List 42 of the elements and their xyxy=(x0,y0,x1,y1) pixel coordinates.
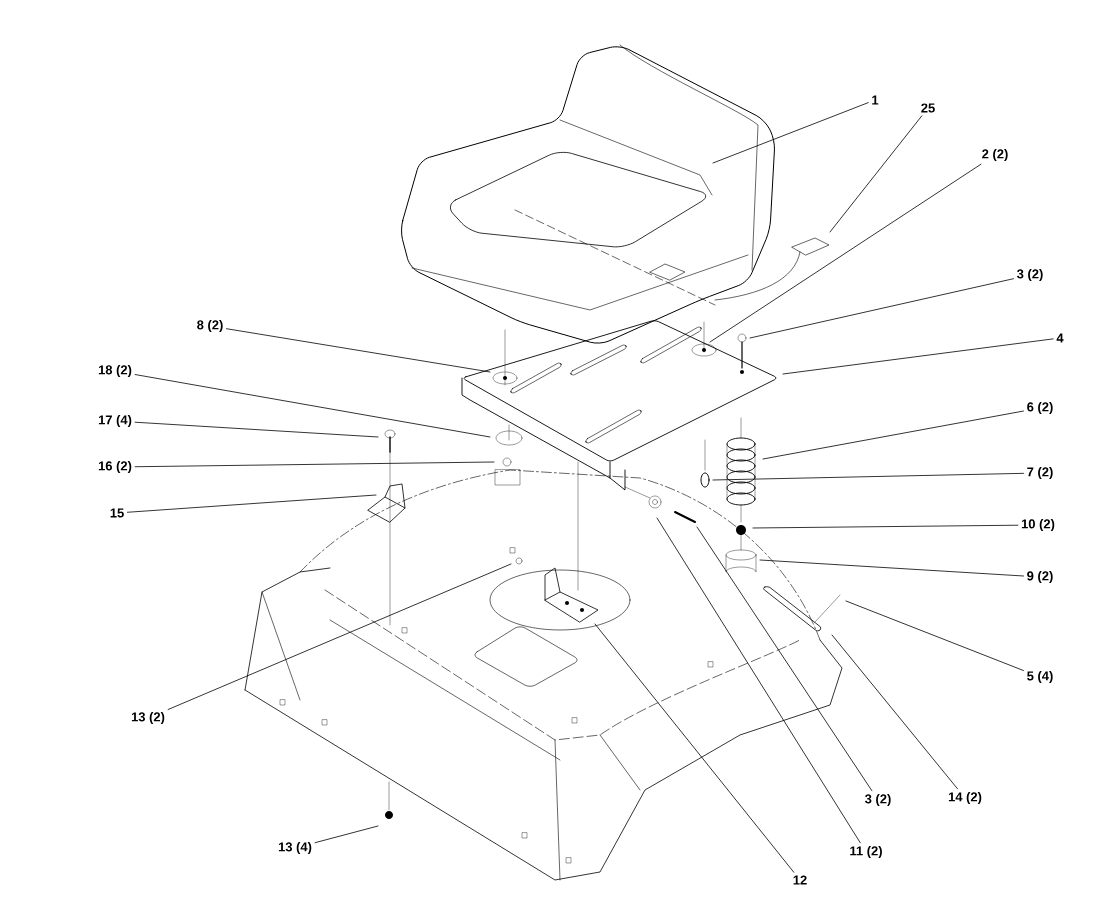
leader-line xyxy=(752,524,1019,529)
leader-line xyxy=(831,634,958,790)
leader-line xyxy=(314,825,379,844)
callout-number: 13 (4) xyxy=(278,841,312,855)
callout-number: 3 (2) xyxy=(1017,268,1043,282)
leader-line xyxy=(656,517,861,844)
leader-line xyxy=(749,278,1014,339)
callout-number: 10 (2) xyxy=(1021,518,1055,532)
callout-number: 2 (2) xyxy=(982,148,1008,162)
callout-number: 18 (2) xyxy=(98,364,132,378)
callout-number: 8 (2) xyxy=(197,319,223,333)
leader-line xyxy=(709,163,982,343)
callout-number: 12 xyxy=(793,875,807,885)
callout-number: 5 (4) xyxy=(1027,670,1053,684)
leader-line xyxy=(134,374,491,438)
callout-number: 6 (2) xyxy=(1027,401,1053,415)
callout-number: 9 (2) xyxy=(1027,570,1053,584)
callout-number: 3 (2) xyxy=(865,793,891,807)
callout-number: 14 (2) xyxy=(948,791,982,805)
leader-line xyxy=(594,623,795,873)
callout-number: 11 (2) xyxy=(850,845,882,859)
callout-number: 17 (4) xyxy=(98,414,132,428)
leader-line xyxy=(759,559,1024,577)
callout-number: 4 xyxy=(1056,333,1064,343)
leader-line xyxy=(226,328,491,373)
callout-number: 16 (2) xyxy=(98,460,132,474)
callout-number: 7 (2) xyxy=(1027,466,1053,480)
leader-line xyxy=(127,494,377,513)
callout-number: 15 xyxy=(110,508,124,518)
leader-line xyxy=(696,526,873,792)
callout-number: 25 xyxy=(921,103,935,113)
leader-line xyxy=(134,461,495,468)
leader-line xyxy=(712,102,869,164)
leader-line xyxy=(167,563,512,710)
leader-line xyxy=(762,410,1024,460)
leader-line xyxy=(782,338,1054,375)
leader-line xyxy=(134,421,379,438)
leader-line xyxy=(712,472,1024,481)
leader-line xyxy=(845,600,1024,671)
callout-number: 1 xyxy=(872,95,879,105)
leader-line xyxy=(829,115,923,233)
callout-number: 13 (2) xyxy=(131,711,165,725)
